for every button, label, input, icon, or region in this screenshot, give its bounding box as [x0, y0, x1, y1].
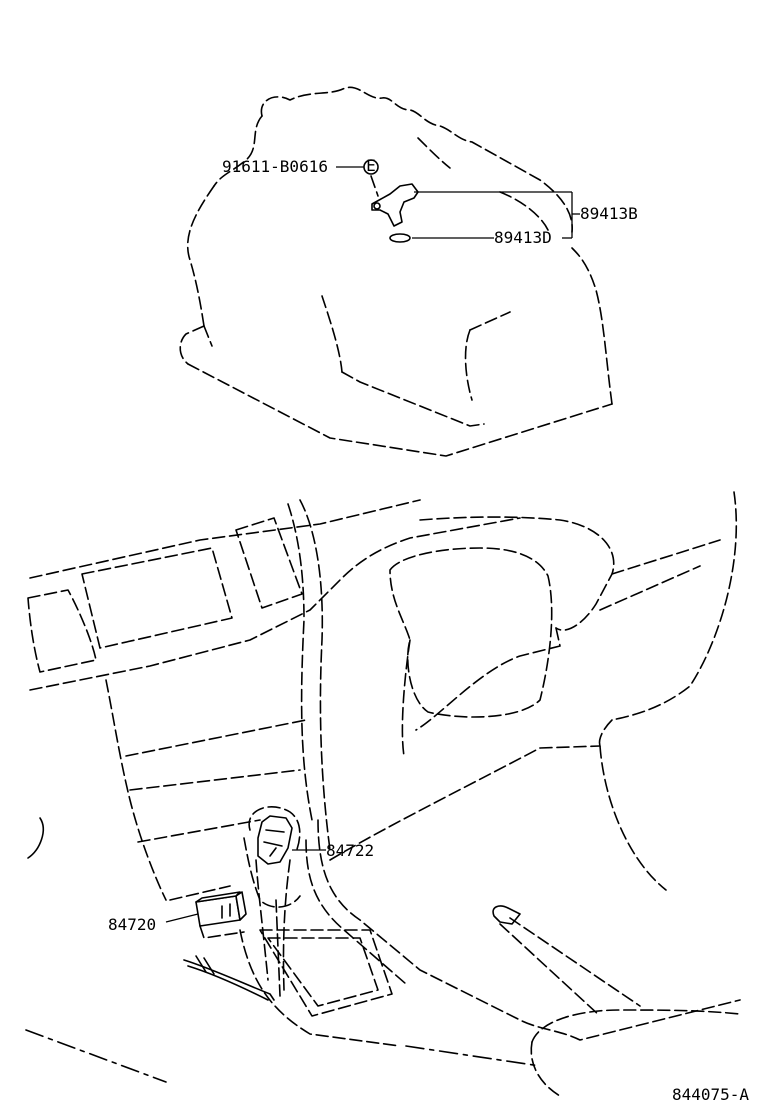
dashboard-outline	[25, 491, 741, 1097]
shift-lever	[243, 806, 301, 997]
bolt-part-number: 91611-B0616	[222, 157, 328, 176]
transmission-housing	[179, 86, 613, 457]
sensor-bracket-leader	[412, 191, 580, 239]
switch-lower-part-number: 84720	[108, 915, 156, 934]
bolt-part: E	[336, 156, 379, 197]
oring-part-number: 89413D	[494, 228, 552, 247]
shift-switch-lower	[165, 891, 275, 1001]
shift-switch-upper	[257, 815, 326, 865]
bolt-symbol: E	[366, 156, 376, 175]
sensor-part-number: 89413B	[580, 204, 638, 223]
figure-id: 844075-A	[672, 1085, 749, 1104]
switch-upper-part-number: 84722	[326, 841, 374, 860]
speed-sensor	[371, 183, 419, 227]
o-ring	[389, 233, 411, 243]
bolt-axis	[370, 175, 379, 197]
